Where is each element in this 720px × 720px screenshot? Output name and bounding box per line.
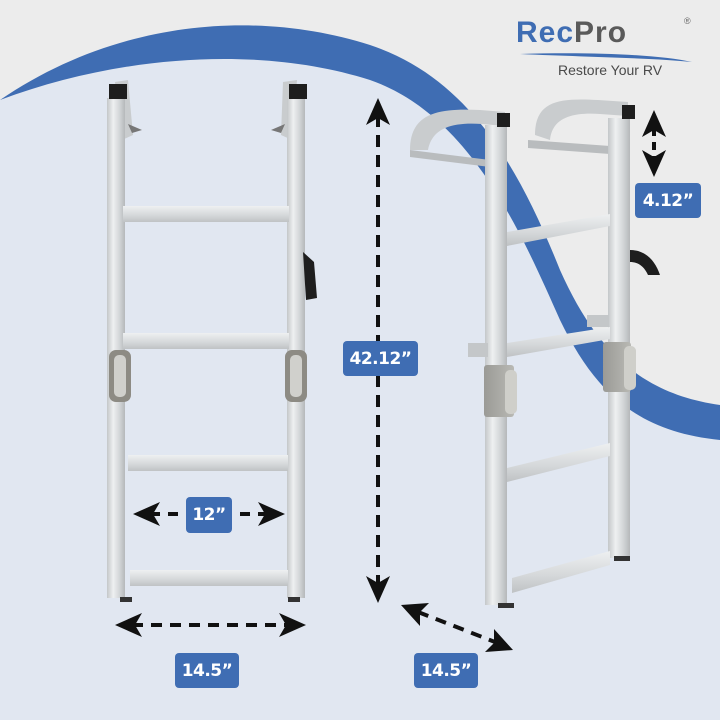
front-ladder (107, 80, 317, 602)
brand-logo: RecPro ® Restore Your RV (516, 16, 696, 84)
side-ladder (410, 99, 660, 608)
registered-mark: ® (684, 16, 691, 26)
brand-wordmark: RecPro (516, 16, 627, 50)
logo-swoosh-icon (520, 53, 692, 62)
dimension-badge-front-width: 14.5” (175, 653, 239, 688)
brand-tagline: Restore Your RV (558, 62, 663, 78)
dimension-badge-depth-width: 14.5” (414, 653, 478, 688)
dimension-badge-handle-height: 4.12” (635, 183, 701, 218)
brand-name-part2: Pro (574, 16, 628, 49)
dimension-badge-overall-height: 42.12” (343, 341, 418, 376)
accent-arc (0, 25, 720, 440)
brand-name-part1: Rec (516, 16, 575, 49)
dimension-badge-inner-width: 12” (186, 497, 232, 533)
